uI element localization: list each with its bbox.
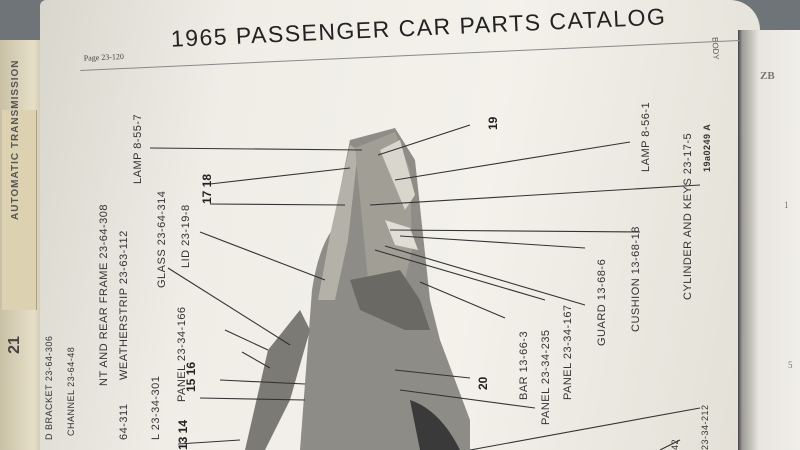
part-label-frame: NT AND REAR FRAME 23-64-308 — [98, 203, 110, 386]
window-frame — [318, 145, 358, 300]
right-page-mark: 5 — [788, 360, 793, 370]
callout-number: 13 14 — [176, 419, 190, 450]
part-label-channel: CHANNEL 23-64-48 — [66, 346, 76, 436]
part-label-number: 42 — [670, 438, 680, 450]
part-label-panel: PANEL 23-34-167 — [562, 304, 574, 400]
part-label-glass: GLASS 23-64-314 — [156, 190, 168, 288]
part-label-lamp: LAMP 8-55-7 — [132, 113, 144, 184]
callout-number: 19 — [486, 116, 500, 130]
part-label-cylinder: CYLINDER AND KEYS 23-17-5 — [682, 132, 694, 300]
callout-number: 17 18 — [200, 173, 214, 204]
wheel — [410, 400, 460, 450]
part-label-lamp: LAMP 8-56-1 — [640, 101, 652, 172]
part-label-panel: PANEL 23-34-235 — [540, 329, 552, 425]
part-label-bar: BAR 13-66-3 — [518, 330, 530, 400]
armrest — [350, 270, 430, 330]
part-label-guard: GUARD 13-68-6 — [596, 258, 608, 346]
figure-code: 19a0249 A — [702, 123, 712, 172]
seat-back — [245, 310, 310, 450]
right-page-mark: 1 — [784, 200, 789, 210]
part-label-cushion: CUSHION 13-68-18 — [630, 226, 642, 332]
part-label-lid: LID 23-19-8 — [180, 204, 192, 268]
right-page-edge: ZB 1 5 — [738, 30, 800, 450]
handle-highlight — [385, 220, 418, 250]
part-label-code: 64-311 — [118, 403, 130, 440]
right-page-mark: ZB — [760, 70, 775, 82]
part-label-bracket: D BRACKET 23-64-306 — [44, 335, 54, 440]
callout-number: 20 — [476, 376, 490, 390]
glass-reflection — [380, 140, 415, 210]
section-tab: AUTOMATIC TRANSMISSION 21 — [2, 59, 37, 354]
part-label-panel: L 23-34-301 — [150, 375, 162, 440]
part-label-panel: 23-34-212 — [700, 404, 710, 450]
callout-number: 15 16 — [184, 361, 198, 392]
part-label-weatherstrip: WEATHERSTRIP 23-63-112 — [118, 230, 130, 380]
